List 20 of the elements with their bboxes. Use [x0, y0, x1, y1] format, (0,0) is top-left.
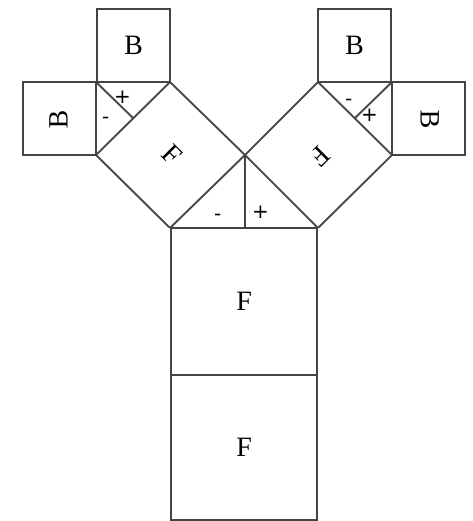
sign-label: -	[102, 106, 110, 126]
square	[22, 81, 97, 156]
square-letter: B	[414, 109, 442, 128]
square	[317, 8, 392, 83]
sign-label: +	[252, 201, 269, 221]
square	[96, 8, 171, 83]
square-letter: F	[236, 434, 252, 462]
square-letter: F	[236, 288, 252, 316]
square-letter: F	[155, 140, 186, 170]
square	[170, 374, 318, 521]
square-letter: B	[345, 32, 364, 60]
square-letter: B	[46, 109, 74, 128]
square-letter: B	[124, 32, 143, 60]
sign-label: -	[214, 203, 222, 223]
square	[170, 227, 318, 376]
sign-label: +	[114, 86, 131, 106]
sign-label: +	[361, 104, 378, 124]
sign-label: -	[345, 88, 352, 108]
square-letter: F	[303, 140, 334, 170]
square	[391, 81, 466, 156]
